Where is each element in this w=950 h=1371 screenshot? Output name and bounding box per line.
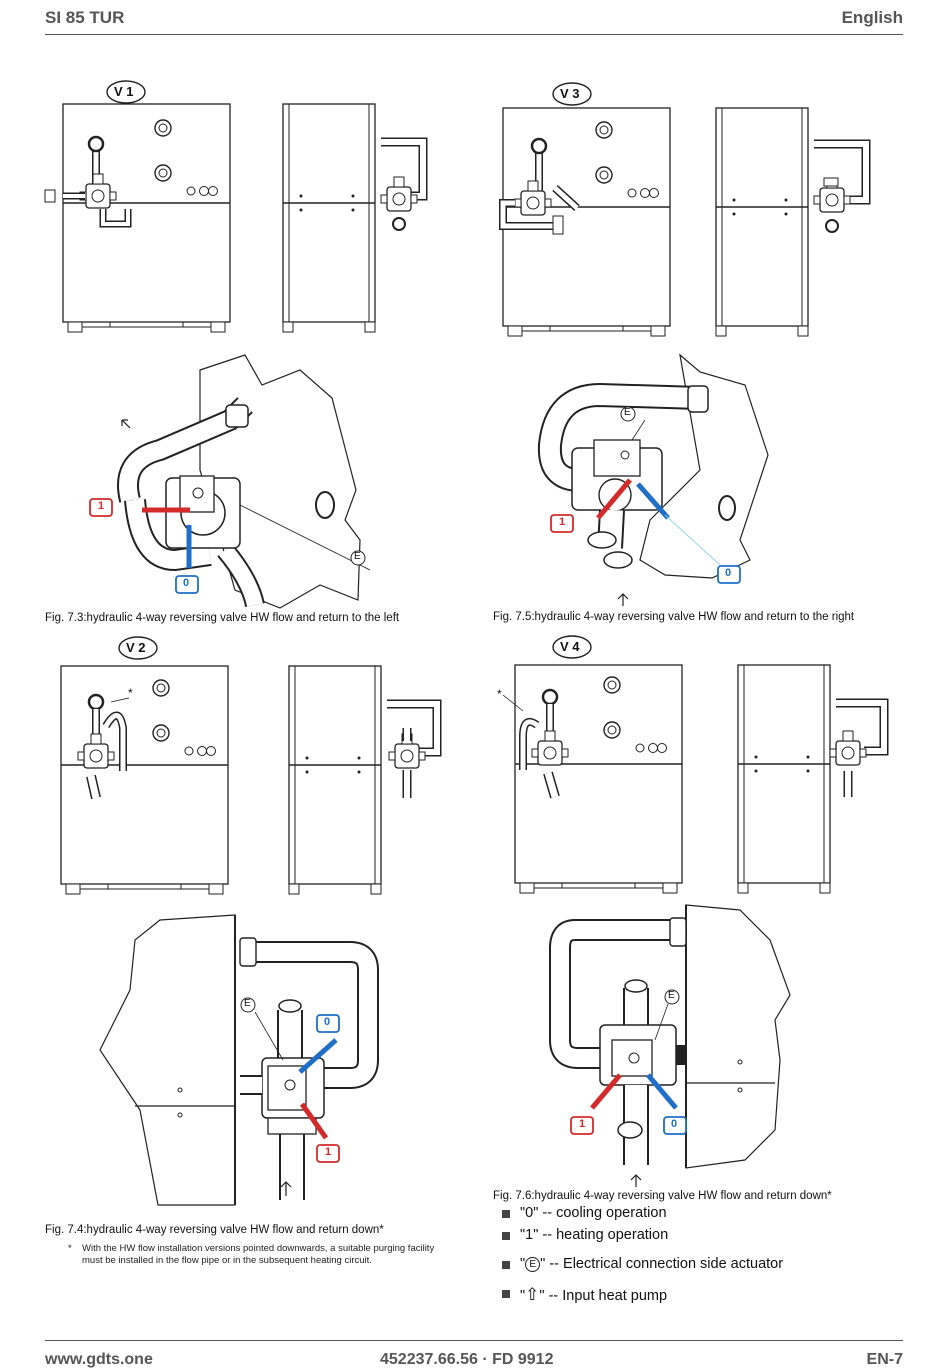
caption-fig-7-5: Fig. 7.5:hydraulic 4-way reversing valve…: [493, 611, 855, 623]
legend-arrow-text: " -- Input heat pump: [539, 1288, 668, 1304]
document-number: 452237.66.56 · FD 9912: [380, 1351, 554, 1368]
e-marker: E: [624, 407, 631, 418]
v1-detail: [117, 354, 371, 609]
heating-tag: 1: [98, 500, 105, 512]
up-arrow-icon: ⇧: [525, 1285, 540, 1304]
purge-star: *: [128, 686, 133, 700]
footnote: * With the HW flow installation versions…: [68, 1243, 438, 1267]
v2-label: V 2: [126, 640, 146, 655]
legend-cooling: "0" -- cooling operation: [520, 1205, 667, 1221]
bullet-icon: [502, 1210, 510, 1218]
heating-tag: 1: [579, 1118, 586, 1130]
e-marker: E: [244, 998, 251, 1009]
v4-front-view: [502, 664, 683, 894]
heating-tag: 1: [325, 1146, 332, 1158]
language-label: English: [841, 8, 903, 27]
purge-star: *: [497, 687, 502, 701]
v3-label: V 3: [560, 86, 580, 101]
v1-front-view: [44, 103, 231, 333]
bullet-icon: [502, 1232, 510, 1240]
legend-item: "E" -- Electrical connection side actuat…: [500, 1256, 783, 1278]
legend-item: "⇧" -- Input heat pump: [500, 1285, 783, 1307]
v4-detail: [549, 904, 791, 1169]
legend-item: "0" -- cooling operation: [500, 1205, 783, 1227]
v4-side-view: [737, 664, 889, 894]
v3-front-view: [499, 107, 671, 337]
heating-tag: 1: [559, 516, 566, 528]
legend-e-pre: ": [520, 1256, 526, 1272]
e-marker: E: [354, 551, 361, 562]
page-number: EN-7: [866, 1351, 903, 1368]
e-circle-icon: E: [525, 1257, 541, 1272]
bullet-icon: [502, 1290, 510, 1298]
v4-label: V 4: [560, 639, 580, 654]
page-header: SI 85 TUR English: [45, 6, 903, 35]
legend-heating: "1" -- heating operation: [520, 1227, 669, 1243]
legend-item: "1" -- heating operation: [500, 1227, 783, 1249]
legend-arrow-pre: ": [520, 1288, 526, 1304]
caption-fig-7-3: Fig. 7.3:hydraulic 4-way reversing valve…: [45, 612, 400, 624]
footnote-star: *: [68, 1243, 72, 1254]
v1-label: V 1: [114, 84, 134, 99]
caption-fig-7-4: Fig. 7.4:hydraulic 4-way reversing valve…: [45, 1224, 384, 1236]
e-marker: E: [668, 990, 675, 1001]
legend-e-text: " -- Electrical connection side actuator: [540, 1256, 784, 1272]
cooling-tag: 0: [183, 577, 190, 589]
v3-detail: [537, 353, 769, 579]
bullet-icon: [502, 1261, 510, 1269]
v1-side-view: [282, 103, 428, 333]
v3-side-view: [715, 107, 871, 337]
cooling-tag: 0: [725, 567, 732, 579]
v2-side-view: [288, 665, 442, 895]
legend: "0" -- cooling operation "1" -- heating …: [500, 1205, 783, 1307]
v2-front-view: [60, 665, 229, 895]
page-footer: www.gdts.one 452237.66.56 · FD 9912 EN-7: [45, 1340, 903, 1371]
website-link[interactable]: www.gdts.one: [45, 1351, 153, 1368]
footnote-text: With the HW flow installation versions p…: [82, 1243, 435, 1266]
cooling-tag: 0: [671, 1118, 678, 1130]
cooling-tag: 0: [324, 1016, 331, 1028]
model-name: SI 85 TUR: [45, 8, 125, 27]
caption-fig-7-6: Fig. 7.6:hydraulic 4-way reversing valve…: [493, 1190, 832, 1202]
v2-detail: [99, 914, 379, 1206]
